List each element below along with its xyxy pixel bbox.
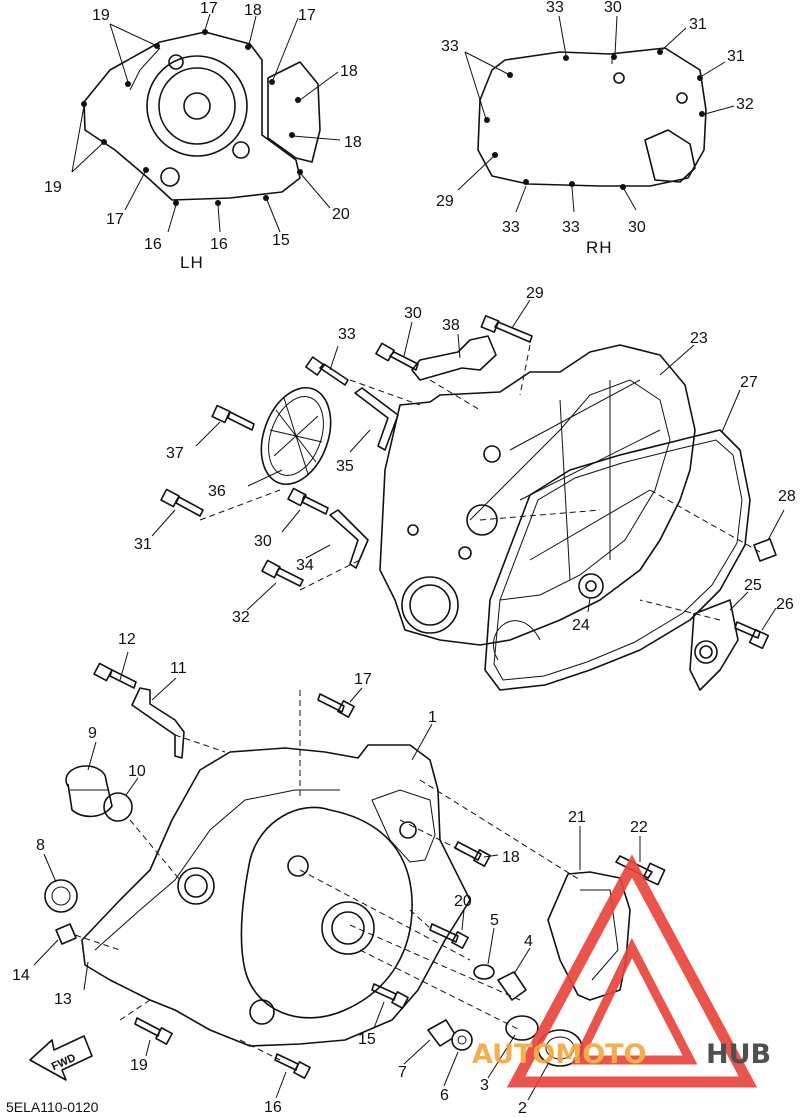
callout-number: 30 xyxy=(628,219,646,236)
callout-number: 16 xyxy=(210,236,228,253)
callout-number: 30 xyxy=(404,305,422,322)
callout-number: 36 xyxy=(208,483,226,500)
rh-cover-outline xyxy=(457,15,735,213)
callout-number: 9 xyxy=(88,725,97,742)
callout-number: 20 xyxy=(332,206,350,223)
callout-number: 10 xyxy=(128,763,146,780)
watermark-brand-a: AUTOMOTO xyxy=(472,1039,647,1070)
callout-number: 16 xyxy=(144,236,162,253)
callout-number: 18 xyxy=(244,2,262,19)
callout-number: 16 xyxy=(264,1099,282,1116)
callout-labels: 17 19 18 17 18 18 19 17 20 16 16 15 33 3… xyxy=(12,0,796,1117)
callout-number: 11 xyxy=(170,660,187,677)
bottom-cover-group: FWD xyxy=(29,651,666,1101)
callout-number: 35 xyxy=(336,458,354,475)
callout-number: 29 xyxy=(436,193,454,210)
callout-number: 28 xyxy=(778,488,796,505)
callout-number: 24 xyxy=(572,617,590,634)
callout-number: 33 xyxy=(338,326,356,343)
callout-number: 37 xyxy=(166,445,184,462)
fwd-arrow-icon: FWD xyxy=(29,1035,93,1081)
callout-number: 32 xyxy=(232,609,250,626)
callout-number: 8 xyxy=(36,837,45,854)
callout-number: 12 xyxy=(118,631,136,648)
callout-number: 18 xyxy=(344,134,362,151)
diagram-code: 5ELA110-0120 xyxy=(6,1099,99,1115)
callout-number: 31 xyxy=(134,536,152,553)
callout-number: 19 xyxy=(92,7,110,24)
callout-number: 19 xyxy=(130,1057,148,1074)
lh-cover-outline xyxy=(71,13,341,233)
callout-number: 17 xyxy=(354,671,372,688)
callout-number: 13 xyxy=(54,991,72,1008)
callout-number: 32 xyxy=(736,96,754,113)
callout-number: 15 xyxy=(272,232,290,249)
callout-number: 33 xyxy=(562,219,580,236)
callout-number: 17 xyxy=(298,7,316,24)
callout-number: 4 xyxy=(524,933,533,950)
callout-number: 27 xyxy=(740,374,758,391)
automotohub-watermark: AUTOMOTO HUB xyxy=(472,854,771,1088)
callout-number: 5 xyxy=(490,912,499,929)
callout-number: 22 xyxy=(630,819,648,836)
callout-number: 33 xyxy=(546,0,564,16)
callout-number: 29 xyxy=(526,285,544,302)
callout-number: 26 xyxy=(776,596,794,613)
triangle-logo-inner-icon xyxy=(570,937,698,1065)
callout-number: 33 xyxy=(502,219,520,236)
callout-number: 23 xyxy=(690,330,708,347)
callout-number: 33 xyxy=(441,38,459,55)
rh-caption: RH xyxy=(586,238,613,257)
callout-number: 14 xyxy=(12,967,30,984)
callout-number: 2 xyxy=(518,1100,527,1117)
callout-number: 30 xyxy=(254,533,272,550)
callout-number: 3 xyxy=(480,1077,489,1094)
callout-number: 25 xyxy=(744,577,762,594)
triangle-logo-icon xyxy=(506,854,758,1088)
callout-number: 6 xyxy=(440,1087,449,1104)
callout-number: 21 xyxy=(568,809,586,826)
callout-number: 30 xyxy=(604,0,622,16)
watermark-brand-b: HUB xyxy=(706,1039,771,1070)
callout-number: 38 xyxy=(442,317,460,334)
callout-number: 17 xyxy=(200,0,218,17)
callout-number: 1 xyxy=(428,709,437,726)
callout-number: 31 xyxy=(727,48,745,65)
middle-cover-group xyxy=(151,299,785,691)
callout-number: 18 xyxy=(502,849,520,866)
callout-number: 7 xyxy=(398,1064,407,1081)
callout-number: 34 xyxy=(296,557,314,574)
callout-number: 15 xyxy=(358,1031,376,1048)
callout-number: 19 xyxy=(44,179,62,196)
callout-number: 18 xyxy=(340,63,358,80)
callout-number: 20 xyxy=(454,893,472,910)
callout-number: 31 xyxy=(689,16,707,33)
lh-caption: LH xyxy=(180,253,204,272)
callout-number: 17 xyxy=(106,211,124,228)
